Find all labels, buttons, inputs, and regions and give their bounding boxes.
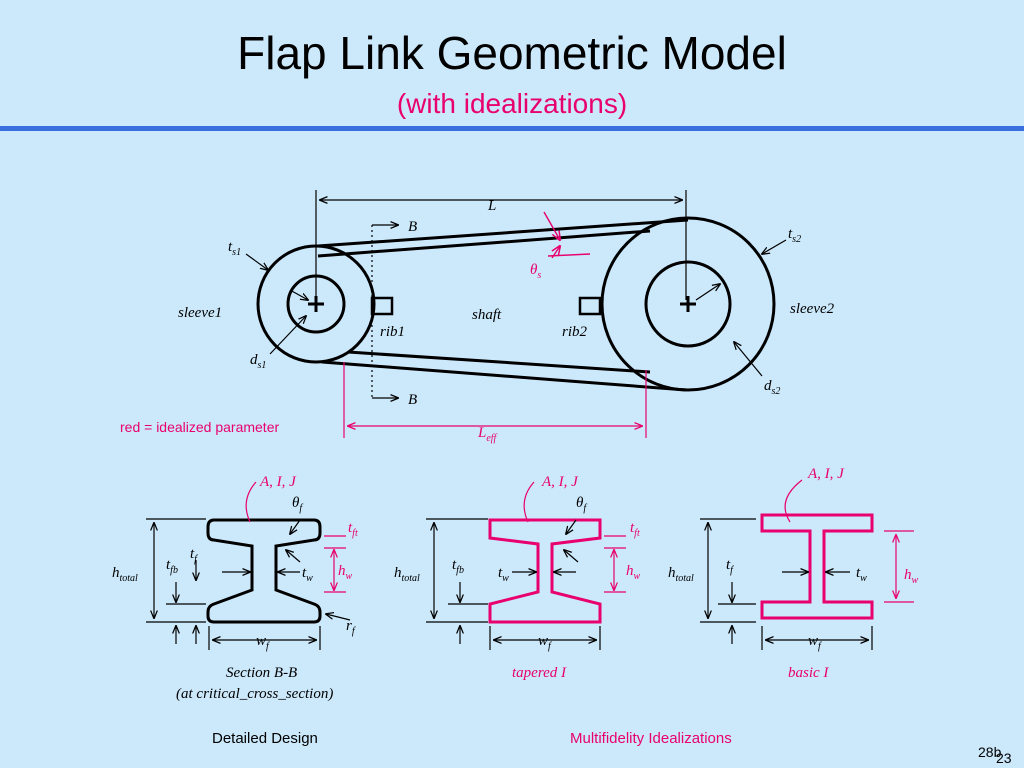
- Leff-label: Leff: [477, 425, 498, 444]
- basic-AIJ: A, I, J: [807, 466, 845, 482]
- footer-detailed-design: Detailed Design: [212, 730, 318, 747]
- detailed-idealized-dims: [245, 481, 346, 593]
- detailed-r-f: rf: [346, 618, 356, 637]
- detailed-t-fb: tfb: [166, 557, 178, 576]
- ds1-leader-inner: [289, 289, 308, 300]
- rib1-label: rib1: [380, 324, 405, 340]
- detailed-t-ft: tft: [348, 520, 358, 539]
- basic-dims: [700, 518, 873, 650]
- section-cut-line: [371, 225, 398, 398]
- shaft-top-inner: [317, 229, 651, 258]
- ts1-label: ts1: [228, 239, 241, 258]
- B-top-label: B: [408, 219, 417, 235]
- L-label: L: [487, 198, 496, 214]
- detailed-h-total: htotal: [112, 565, 138, 584]
- ts2-leader: [762, 239, 787, 254]
- basic-h-total: htotal: [668, 565, 694, 584]
- ds1-leader: [269, 316, 306, 355]
- slide-subtitle: (with idealizations): [396, 88, 628, 119]
- center-marks: [308, 296, 696, 312]
- rib2-shape: [578, 296, 602, 316]
- basic-idealized-dims: [784, 479, 914, 603]
- basic-t-f: tf: [726, 557, 734, 576]
- theta-s-marker: [543, 211, 591, 259]
- shaft-bottom-inner: [347, 350, 651, 374]
- tapered-idealized-dims: [523, 481, 626, 593]
- page-number-overlay: 23: [996, 750, 1012, 766]
- detailed-theta-f: θf: [292, 495, 303, 514]
- ds1-label: ds1: [250, 352, 266, 371]
- detailed-dims: [146, 518, 351, 650]
- detailed-t-f: tf: [190, 546, 198, 565]
- tapered-t-ft: tft: [630, 520, 640, 539]
- basic-h-w: hw: [904, 567, 919, 586]
- tapered-h-total: htotal: [394, 565, 420, 584]
- detailed-I-section: [206, 518, 322, 624]
- tapered-caption: tapered I: [512, 665, 567, 681]
- title-rule: [0, 126, 1024, 131]
- shaft-bottom-outer: [321, 360, 687, 392]
- sleeve2-label: sleeve2: [790, 301, 835, 317]
- detailed-caption: Section B-B: [226, 665, 297, 681]
- slide-title: Flap Link Geometric Model: [237, 27, 787, 79]
- theta-s-label: θs: [530, 262, 541, 281]
- tapered-w-f: wf: [538, 633, 552, 652]
- detailed-t-w: tw: [302, 565, 313, 584]
- detailed-AIJ: A, I, J: [259, 474, 297, 490]
- tapered-t-w: tw: [498, 565, 509, 584]
- Leff-dimension: [343, 362, 647, 438]
- detailed-caption-sub: (at critical_cross_section): [176, 686, 333, 702]
- tapered-dims: [426, 518, 601, 650]
- ds2-label: ds2: [764, 378, 780, 397]
- tapered-theta-f: θf: [576, 495, 587, 514]
- tapered-I-section: [488, 518, 602, 624]
- tapered-t-fb: tfb: [452, 557, 464, 576]
- basic-I-section: [760, 513, 874, 620]
- sleeve2-inner: [644, 260, 732, 348]
- tapered-AIJ: A, I, J: [541, 474, 579, 490]
- footer-multifidelity: Multifidelity Idealizations: [570, 730, 732, 747]
- detailed-h-w: hw: [338, 563, 353, 582]
- L-dimension: [315, 190, 687, 300]
- tapered-h-w: hw: [626, 563, 641, 582]
- shaft-label: shaft: [472, 307, 502, 323]
- link-geometry: [256, 216, 776, 392]
- basic-w-f: wf: [808, 633, 822, 652]
- legend-red-idealized: red = idealized parameter: [120, 419, 279, 435]
- page-number: 28b: [978, 744, 1002, 760]
- B-bottom-label: B: [408, 392, 417, 408]
- detailed-w-f: wf: [256, 633, 270, 652]
- ts1-leader: [245, 253, 268, 270]
- basic-t-w: tw: [856, 565, 867, 584]
- ds2-leader-inner: [695, 284, 720, 301]
- ds2-leader: [734, 342, 763, 377]
- shaft-top-outer: [317, 218, 689, 248]
- basic-caption: basic I: [788, 665, 829, 681]
- rib2-label: rib2: [562, 324, 588, 340]
- sleeve2-outer: [600, 216, 776, 392]
- sleeve1-label: sleeve1: [178, 305, 222, 321]
- ts2-label: ts2: [788, 226, 801, 245]
